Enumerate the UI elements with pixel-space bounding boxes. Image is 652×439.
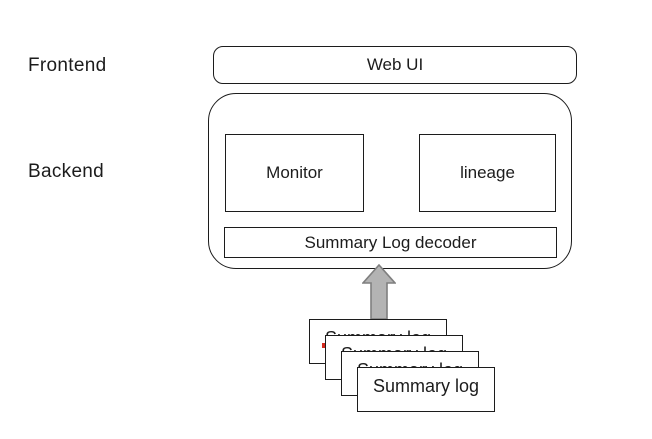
summary-log-file-front: Summary log (357, 367, 495, 412)
summary-log-label: Summary log (372, 376, 480, 396)
frontend-layer-label: Frontend (28, 55, 107, 76)
spellcheck-mark (322, 343, 325, 348)
web-ui-box: Web UI (213, 46, 577, 84)
lineage-box: lineage (419, 134, 556, 212)
monitor-label: Monitor (266, 163, 323, 182)
summary-log-decoder-box: Summary Log decoder (224, 227, 557, 258)
summary-log-decoder-label: Summary Log decoder (304, 232, 477, 252)
lineage-label: lineage (460, 163, 515, 182)
monitor-box: Monitor (225, 134, 364, 212)
backend-layer-label: Backend (28, 161, 105, 182)
up-arrow-icon (362, 264, 396, 320)
web-ui-label: Web UI (366, 55, 424, 74)
